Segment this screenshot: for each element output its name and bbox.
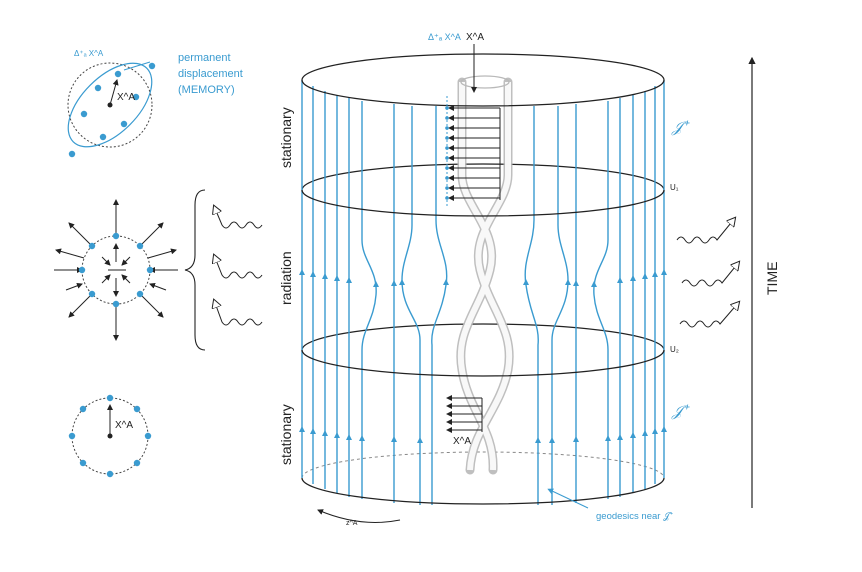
u2-ellipse-front xyxy=(301,349,665,377)
geodesic-arrowheads xyxy=(299,269,667,443)
memory-label-line3: (MEMORY) xyxy=(178,84,235,96)
stationary-bottom-label: stationary xyxy=(278,404,294,465)
cylinder xyxy=(299,44,667,505)
top-ellipse-front xyxy=(301,79,665,107)
radiation-ring-diagram xyxy=(54,199,178,341)
lower-displacement-arrows xyxy=(446,395,483,433)
geodesics-pointer xyxy=(547,488,589,509)
memory-label-line2: displacement xyxy=(178,68,243,80)
u1-ellipse-back xyxy=(301,163,665,191)
central-helix xyxy=(456,77,514,475)
memory-ring-diagram xyxy=(67,61,156,158)
radiation-brace xyxy=(184,189,206,351)
stationary-top-label: stationary xyxy=(278,107,294,168)
incoming-wave-arrows xyxy=(214,206,263,326)
radiation-label: radiation xyxy=(278,251,294,305)
stationary-ring-diagram xyxy=(68,394,152,478)
memory-label-line1: permanent xyxy=(178,52,231,64)
xa-cylinder-top-label: X^A xyxy=(466,32,484,43)
helix-top-ring xyxy=(460,75,510,89)
za-rotation-arrow xyxy=(317,509,401,523)
delta-x-top-left-label: Δ⁺ₐ X^A xyxy=(74,49,104,58)
geodesics-label: geodesics near 𝒥⁺ xyxy=(596,511,674,522)
xa-circle-top-label: X^A xyxy=(117,92,135,103)
u2-label: U₂ xyxy=(670,345,679,354)
xa-cylinder-bottom-label: X^A xyxy=(453,436,471,447)
outgoing-wave-arrows xyxy=(676,218,739,328)
bottom-ellipse-front xyxy=(301,477,665,505)
upper-displacement-arrows xyxy=(448,105,501,201)
u2-ellipse-back xyxy=(301,323,665,351)
u1-label: U₁ xyxy=(670,183,679,192)
xa-circle-bottom-label: X^A xyxy=(115,420,133,431)
scri-upper-label: 𝒥⁺ xyxy=(671,119,690,136)
top-ellipse-back xyxy=(301,53,665,81)
u1-ellipse-front xyxy=(301,189,665,217)
delta-x-cylinder-label: Δ⁺ₐ X^A xyxy=(428,32,461,42)
bottom-ellipse-back xyxy=(301,451,665,479)
scri-lower-label: 𝒥⁺ xyxy=(671,403,690,420)
za-label: z^A xyxy=(346,520,358,527)
time-label: TIME xyxy=(764,262,780,295)
